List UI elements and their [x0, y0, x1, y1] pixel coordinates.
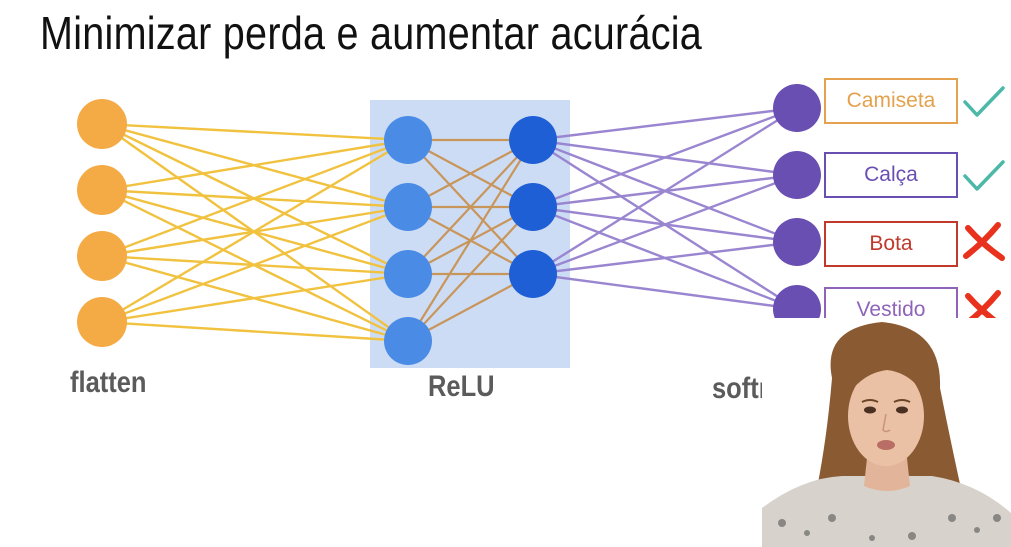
connection-line: [532, 240, 798, 276]
connection-line: [101, 138, 409, 324]
connection-line: [532, 106, 798, 142]
connection-line: [532, 272, 798, 311]
softmax-neuron: [773, 84, 821, 132]
label-flatten: flatten: [70, 366, 147, 399]
output-label-bota: Bota: [824, 221, 958, 267]
connection-line: [101, 205, 409, 324]
connection-line: [532, 173, 798, 276]
relu-neuron: [384, 183, 432, 231]
output-text: Vestido: [856, 298, 926, 321]
cross-icon: [963, 222, 1005, 261]
output-text: Calça: [864, 163, 918, 186]
slide-title: Minimizar perda e aumentar acurácia: [40, 7, 703, 59]
connection-line: [101, 272, 409, 324]
flatten-neuron: [77, 165, 127, 215]
relu-neuron: [509, 250, 557, 298]
relu-neuron: [384, 250, 432, 298]
connection-line: [101, 138, 409, 192]
flatten-neuron: [77, 231, 127, 281]
connection-line: [101, 122, 409, 142]
connection-line: [101, 138, 409, 258]
connection-line: [532, 106, 798, 209]
softmax-neuron: [773, 151, 821, 199]
relu-neuron: [384, 317, 432, 365]
relu-neuron: [509, 183, 557, 231]
presenter-webcam-image: [762, 318, 1011, 547]
checkmark-icon: [963, 160, 1005, 191]
connection-line: [407, 206, 534, 342]
connection-line: [101, 320, 409, 343]
connection-line: [407, 139, 534, 342]
connection-line: [532, 106, 798, 276]
output-text: Camiseta: [846, 89, 936, 112]
flatten-neuron: [77, 99, 127, 149]
softmax-neuron: [773, 218, 821, 266]
flatten-neuron: [77, 297, 127, 347]
relu-neuron: [384, 116, 432, 164]
output-text: Bota: [869, 232, 913, 255]
checkmark-icon: [963, 86, 1005, 117]
connection-line: [407, 139, 534, 275]
neurons: [77, 84, 821, 365]
output-label-camiseta: Camiseta: [824, 78, 958, 124]
label-relu: ReLU: [428, 370, 495, 403]
relu-neuron: [509, 116, 557, 164]
output-label-calca: Calça: [824, 152, 958, 198]
